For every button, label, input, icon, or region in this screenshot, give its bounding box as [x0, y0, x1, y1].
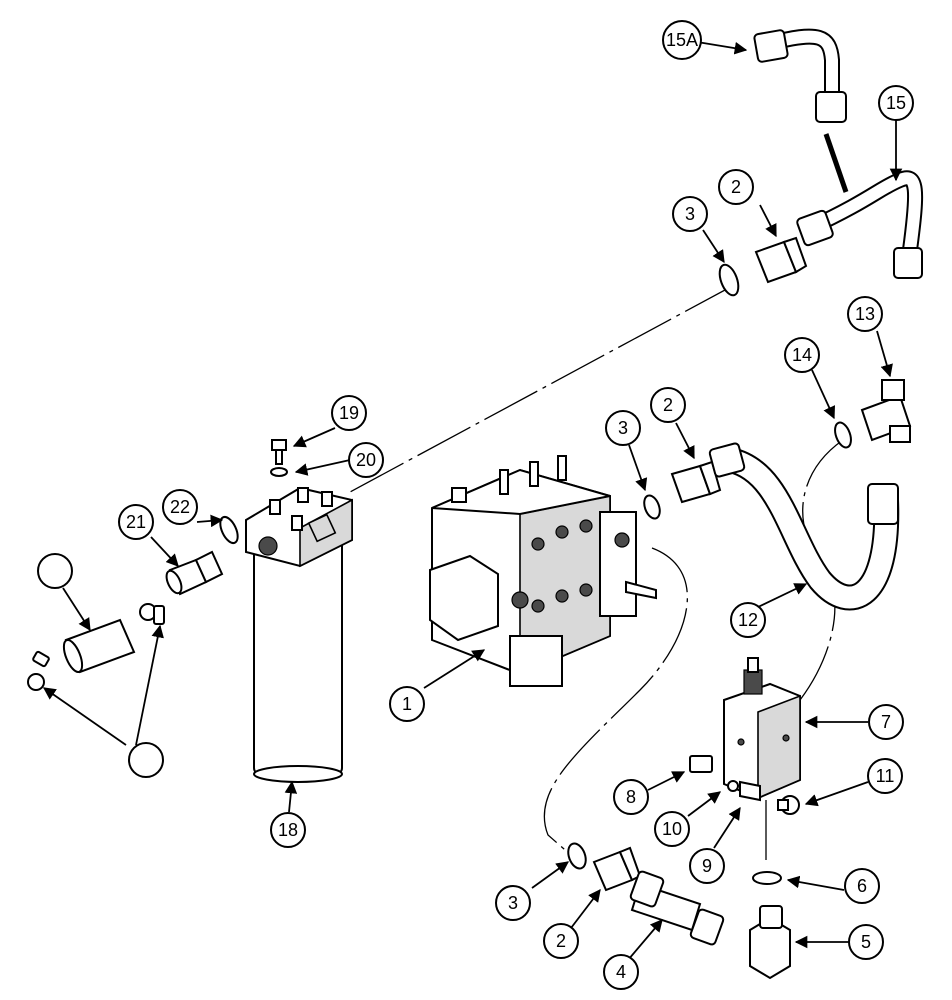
svg-text:10: 10	[662, 819, 682, 839]
callout-8: 8	[613, 779, 649, 815]
svg-text:11: 11	[876, 766, 895, 786]
svg-text:9: 9	[702, 856, 712, 876]
assembly-centerlines	[349, 282, 844, 866]
callout-20: 22	[162, 489, 198, 525]
svg-text:3: 3	[508, 893, 518, 913]
filter-assembly	[245, 439, 353, 783]
callout-15: 15	[878, 85, 914, 121]
callout-13: 13	[847, 296, 883, 332]
svg-text:22: 22	[170, 497, 190, 517]
callout-10: 10	[654, 811, 690, 847]
svg-text:18: 18	[278, 820, 298, 840]
callout-9: 9	[689, 848, 725, 884]
callout-6: 6	[844, 868, 880, 904]
callout-2-low: 2	[543, 923, 579, 959]
callout-2-top: 2	[718, 169, 754, 205]
callout-21	[37, 553, 73, 589]
callout-3-low: 3	[495, 885, 531, 921]
svg-text:5: 5	[861, 932, 871, 952]
hoses-12	[708, 442, 900, 611]
callouts: 15A 15 2 3 13 14 2 3 19 20 22 21 12 1 7 …	[37, 20, 914, 990]
relief-valve-7	[723, 657, 801, 800]
svg-text:8: 8	[626, 787, 636, 807]
svg-text:20: 20	[356, 450, 376, 470]
svg-text:14: 14	[792, 345, 812, 365]
callout-3-top: 3	[672, 196, 708, 232]
svg-text:12: 12	[738, 610, 758, 630]
callout-2-mid: 2	[650, 387, 686, 423]
svg-text:21: 21	[126, 512, 146, 532]
callout-3-mid: 3	[605, 410, 641, 446]
leader-lines	[42, 39, 903, 961]
svg-text:4: 4	[616, 962, 626, 982]
callout-15a: 15A	[662, 20, 702, 60]
callout-12: 12	[730, 602, 766, 638]
control-valve-body	[429, 455, 657, 687]
svg-text:13: 13	[855, 304, 875, 324]
svg-text:19: 19	[339, 403, 359, 423]
callout-11: 11	[867, 758, 903, 794]
svg-text:2: 2	[556, 931, 566, 951]
callout-22	[128, 742, 164, 778]
fitting-19-20	[27, 515, 239, 691]
tee-13-14	[834, 379, 912, 449]
callout-1: 1	[389, 686, 425, 722]
svg-text:3: 3	[685, 204, 695, 224]
svg-text:3: 3	[618, 418, 628, 438]
callout-14: 14	[784, 337, 820, 373]
callout-5: 5	[848, 924, 884, 960]
callout-19: 21	[118, 504, 154, 540]
svg-text:6: 6	[857, 876, 867, 896]
fitting-2-3-top	[718, 236, 808, 297]
callout-16: 18	[270, 812, 306, 848]
svg-text:2: 2	[731, 177, 741, 197]
svg-text:1: 1	[402, 694, 412, 714]
lower-fittings	[567, 842, 791, 980]
svg-text:2: 2	[663, 395, 673, 415]
callout-4: 4	[603, 954, 639, 990]
callout-17: 19	[331, 395, 367, 431]
svg-text:7: 7	[881, 712, 891, 732]
svg-text:15: 15	[886, 93, 906, 113]
fitting-2-3-valve	[643, 460, 722, 520]
small-parts	[689, 755, 800, 815]
callout-7: 7	[868, 704, 904, 740]
svg-text:15A: 15A	[666, 30, 698, 50]
callout-18: 20	[348, 442, 384, 478]
tubes-15	[753, 28, 924, 279]
